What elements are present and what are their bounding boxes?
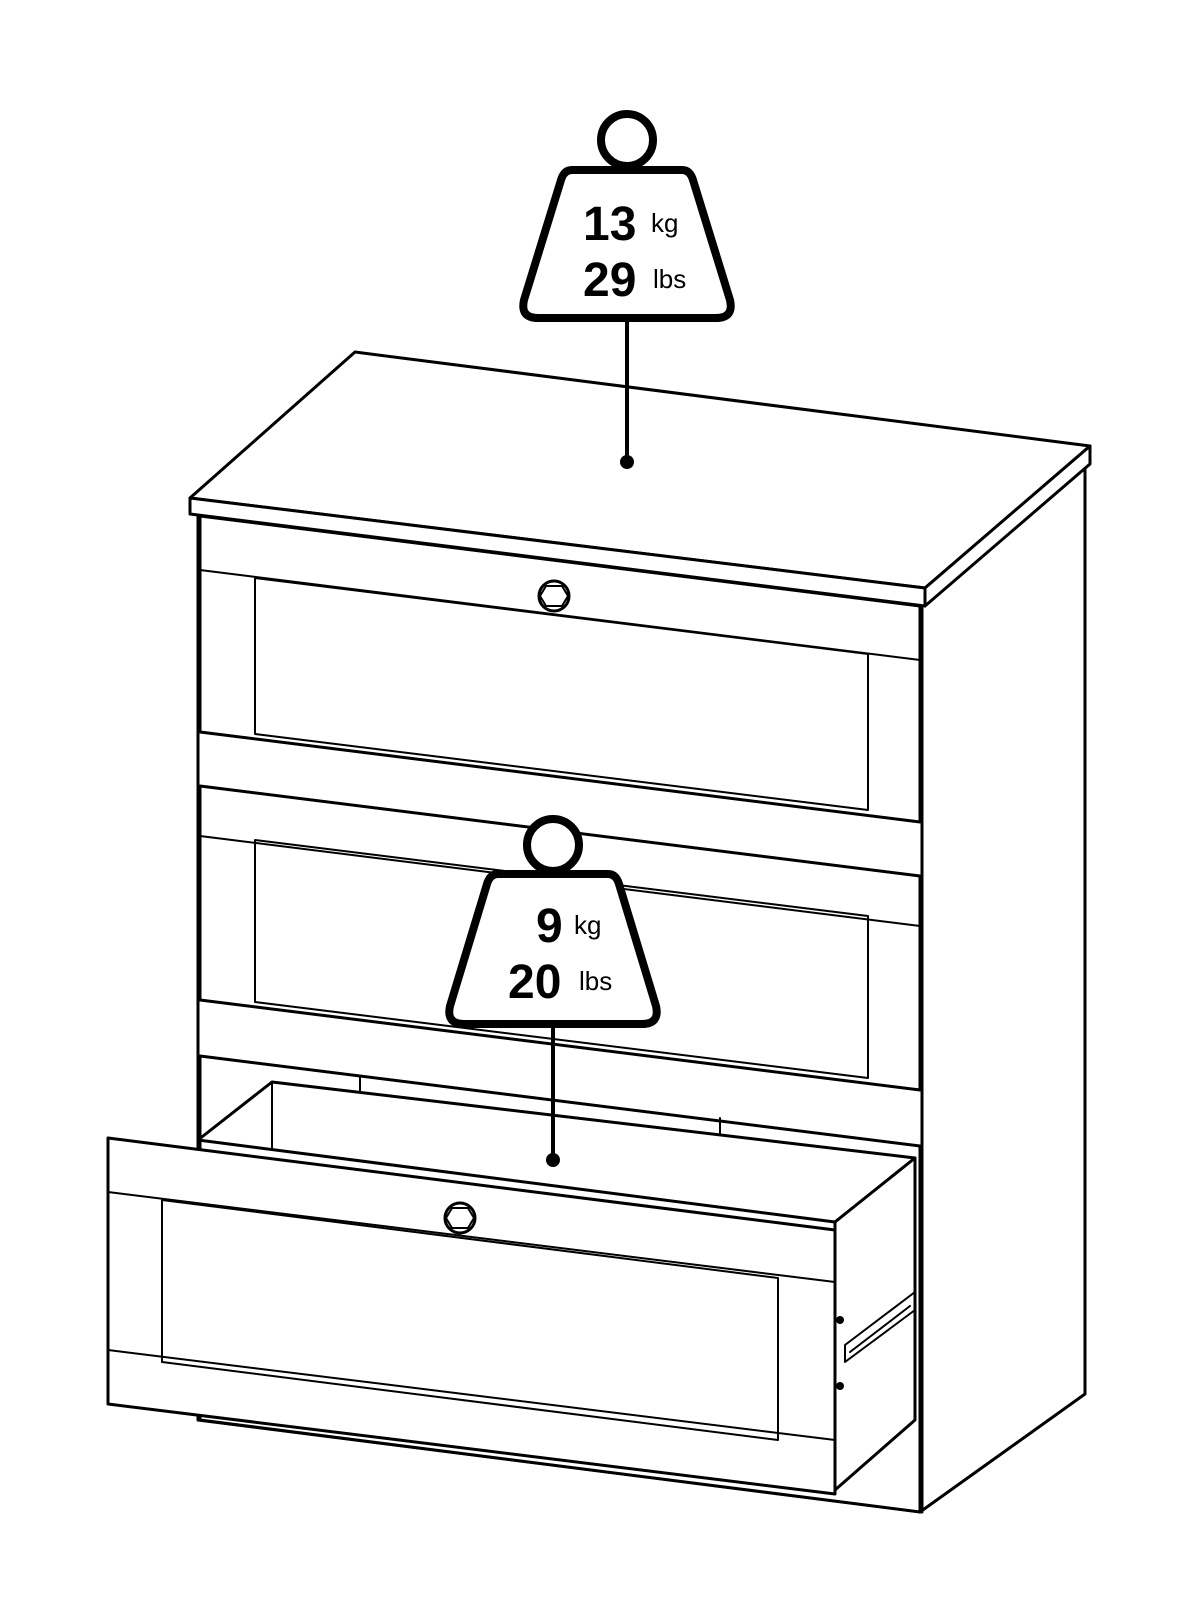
drawer-kg-value: 9 bbox=[536, 900, 563, 953]
drawer-1 bbox=[198, 514, 922, 824]
top-lbs-value: 29 bbox=[583, 254, 636, 307]
weight-icon bbox=[519, 110, 735, 322]
drawer-knob-icon bbox=[537, 579, 571, 613]
drawer-lbs-unit: lbs bbox=[579, 966, 612, 996]
drawer-runner bbox=[836, 1291, 916, 1390]
top-kg-unit: kg bbox=[651, 208, 678, 238]
drawer-kg-unit: kg bbox=[574, 910, 601, 940]
top-kg-value: 13 bbox=[583, 198, 636, 251]
drawer-load-indicator: 9 kg 20 lbs bbox=[445, 815, 661, 1167]
top-lbs-unit: lbs bbox=[653, 264, 686, 294]
drawer-knob-icon bbox=[443, 1201, 477, 1235]
cabinet-top bbox=[188, 350, 1092, 608]
open-drawer bbox=[106, 1080, 917, 1496]
top-load-indicator: 13 kg 29 lbs bbox=[519, 110, 735, 469]
weight-icon bbox=[445, 815, 661, 1028]
cabinet-side-panel bbox=[918, 460, 1087, 1514]
drawer-lbs-value: 20 bbox=[508, 956, 561, 1009]
